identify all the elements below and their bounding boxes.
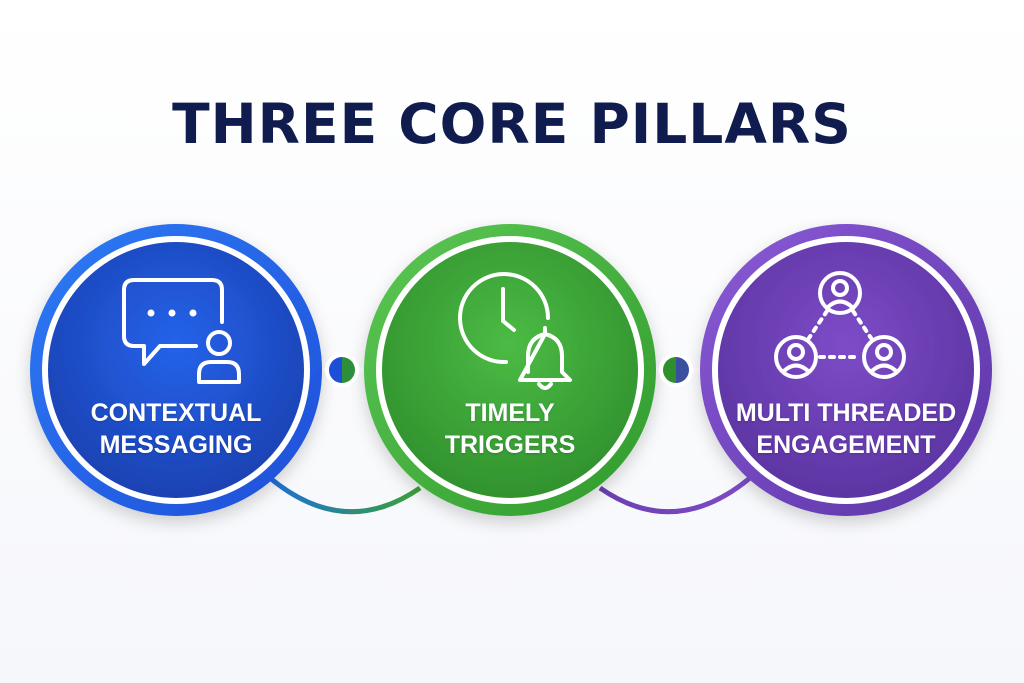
pillar-label-line2: TRIGGERS bbox=[444, 431, 576, 459]
pillar-label-multi-threaded-engagement: MULTI THREADED ENGAGEMENT bbox=[721, 397, 971, 461]
connector-arc-blue-green bbox=[268, 476, 422, 515]
pillar-timely-triggers bbox=[364, 224, 656, 516]
pillar-label-line2: ENGAGEMENT bbox=[756, 431, 936, 459]
pillar-label-line2: MESSAGING bbox=[99, 431, 253, 459]
pillar-contextual-messaging bbox=[30, 224, 322, 516]
connector-dot-right bbox=[659, 353, 693, 387]
pillar-label-timely-triggers: TIMELY TRIGGERS bbox=[385, 397, 635, 461]
connector-arc-green-purple bbox=[598, 476, 752, 515]
pillar-label-line1: MULTI THREADED bbox=[735, 399, 957, 427]
pillar-label-contextual-messaging: CONTEXTUAL MESSAGING bbox=[51, 397, 301, 461]
pillar-multi-threaded-engagement bbox=[700, 224, 992, 516]
pillar-label-line1: CONTEXTUAL bbox=[90, 399, 262, 427]
page-title: THREE CORE PILLARS bbox=[172, 92, 852, 156]
people-network-icon bbox=[774, 271, 906, 379]
pillar-label-line1: TIMELY bbox=[465, 399, 555, 427]
connector-dot-left bbox=[325, 353, 359, 387]
chat-bubble-user-icon bbox=[122, 278, 241, 384]
clock-bell-icon bbox=[458, 272, 572, 390]
